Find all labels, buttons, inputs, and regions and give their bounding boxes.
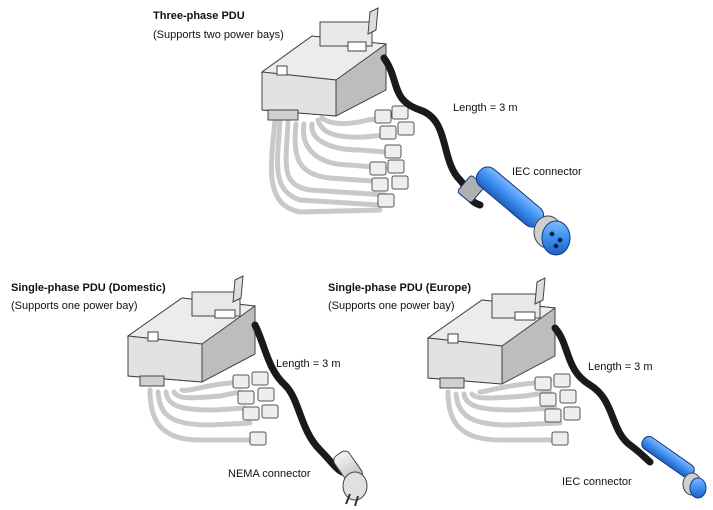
- nema-connector: [333, 450, 368, 507]
- europe-connector-label: IEC connector: [562, 476, 632, 488]
- domestic-pdu-box: [126, 275, 257, 387]
- single-europe-pdu: [426, 277, 707, 499]
- three-phase-pdu-box: [260, 7, 388, 121]
- domestic-length-label: Length = 3 m: [276, 358, 341, 370]
- europe-length-label: Length = 3 m: [588, 361, 653, 373]
- domestic-main-cable: [251, 321, 346, 476]
- single-domestic-pdu: [126, 275, 368, 507]
- domestic-subtitle: (Supports one power bay): [11, 300, 138, 312]
- domestic-title: Single-phase PDU (Domestic): [11, 282, 166, 294]
- europe-iec-connector: [641, 435, 707, 499]
- three-phase-title: Three-phase PDU: [153, 10, 245, 22]
- three-phase-subtitle: (Supports two power bays): [153, 29, 284, 41]
- nema-connector-label: NEMA connector: [228, 468, 311, 480]
- three-phase-cord-bundle: [268, 115, 388, 215]
- europe-pdu-box: [426, 277, 557, 389]
- three-phase-outlets: [369, 105, 415, 208]
- europe-main-cable: [551, 324, 654, 466]
- three-phase-connector-label: IEC connector: [512, 166, 582, 178]
- three-phase-pdu: [260, 7, 571, 256]
- europe-subtitle: (Supports one power bay): [328, 300, 455, 312]
- europe-title: Single-phase PDU (Europe): [328, 282, 472, 294]
- three-phase-length-label: Length = 3 m: [453, 102, 518, 114]
- europe-outlets: [534, 373, 581, 446]
- domestic-outlets: [232, 371, 279, 446]
- domestic-cord-bundle: [147, 377, 258, 443]
- three-phase-iec-connector: [457, 166, 571, 256]
